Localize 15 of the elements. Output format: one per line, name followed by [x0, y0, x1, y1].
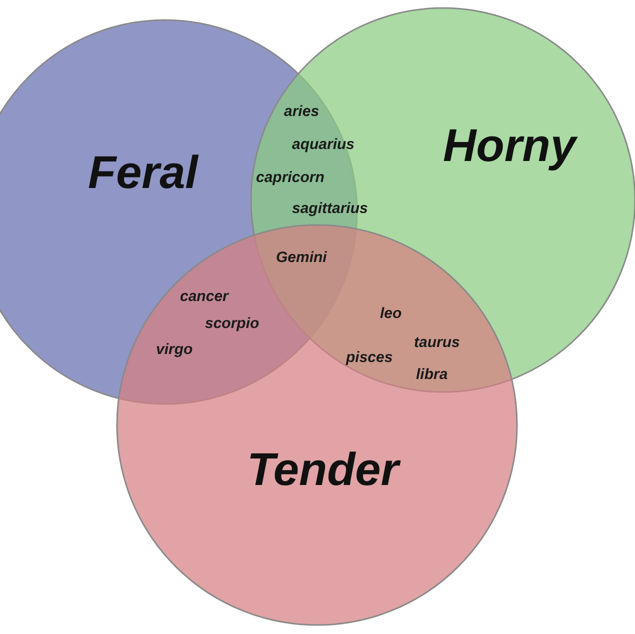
sign-label: sagittarius — [292, 200, 368, 217]
sign-label: pisces — [346, 349, 393, 366]
sign-label: aries — [284, 103, 320, 120]
sign-label: taurus — [414, 334, 460, 351]
set-label: Feral — [88, 145, 198, 199]
sign-label: leo — [380, 305, 402, 322]
sign-label: libra — [416, 366, 448, 383]
sign-label: scorpio — [205, 315, 260, 332]
sign-label: Gemini — [276, 249, 327, 266]
sign-label: virgo — [156, 341, 193, 358]
sign-label: aquarius — [292, 136, 355, 153]
sign-label: cancer — [180, 288, 228, 305]
set-label: Tender — [247, 442, 399, 496]
sign-label: capricorn — [256, 169, 324, 186]
set-label: Horny — [443, 118, 576, 172]
